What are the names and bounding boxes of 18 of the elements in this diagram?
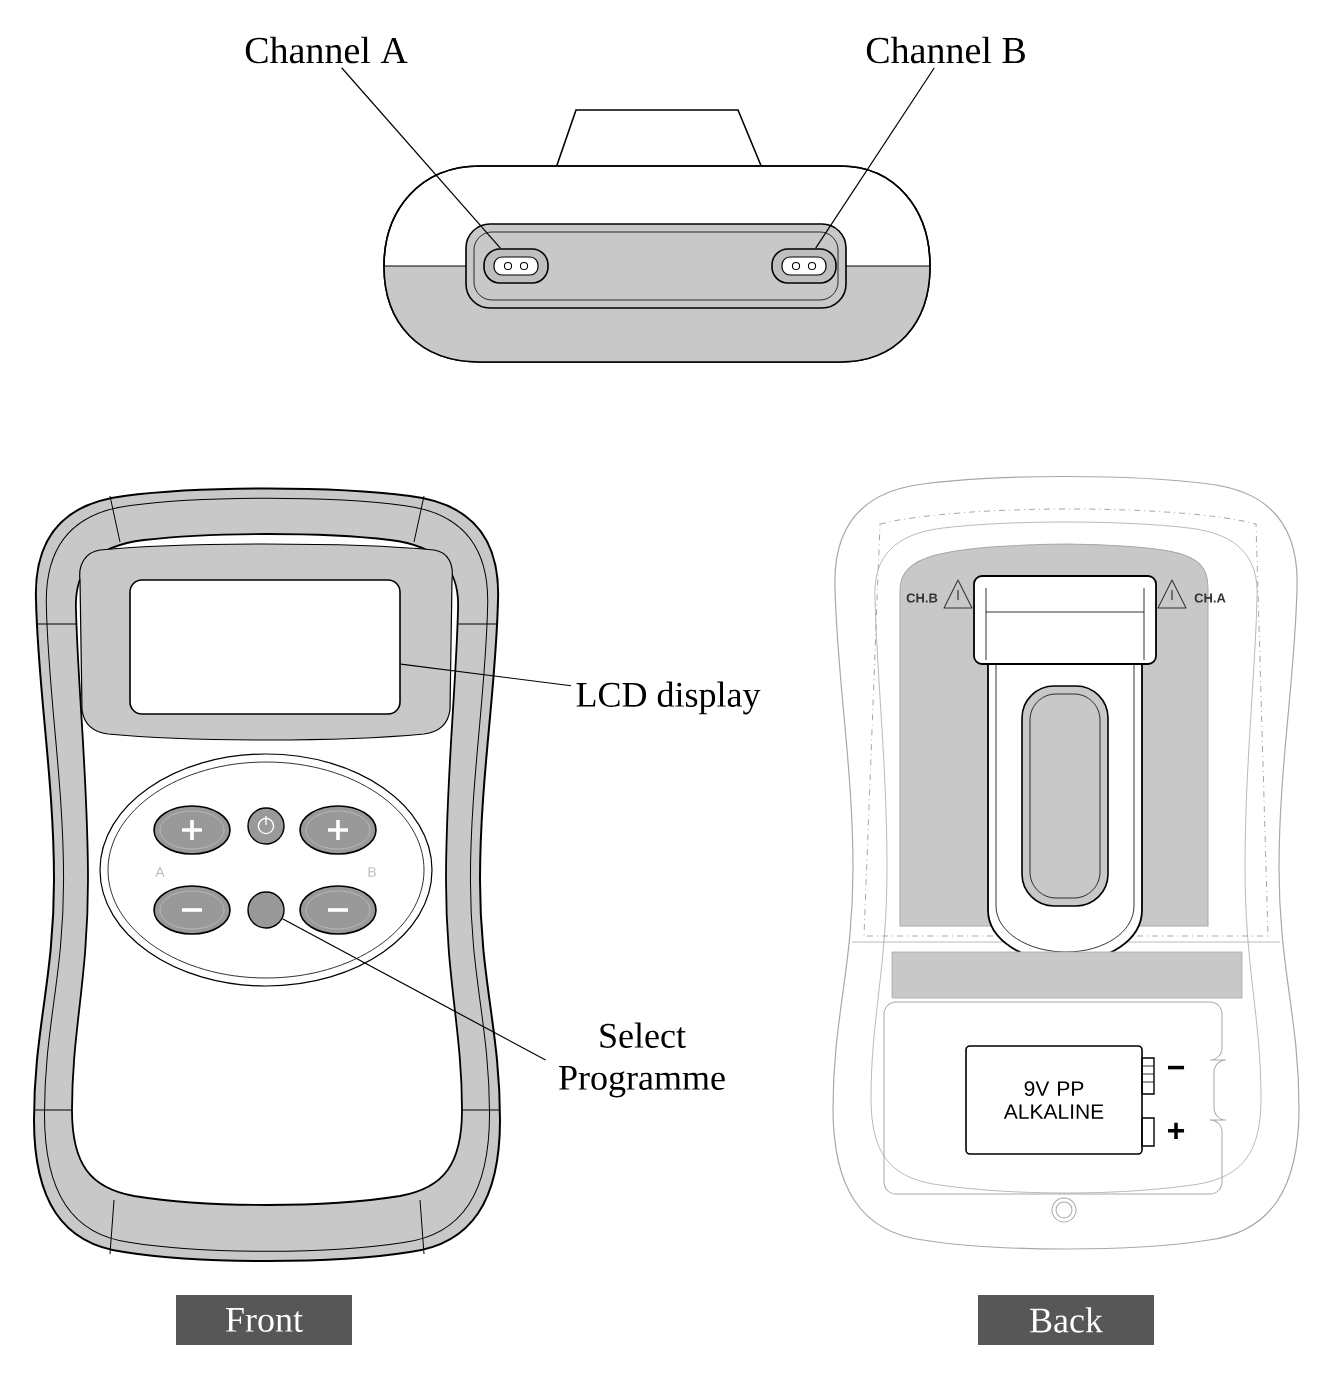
polarity-sign: − — [1168, 1065, 1185, 1070]
callout-label: Channel B — [866, 36, 1025, 64]
socket — [771, 248, 837, 284]
callout-label: Select Programme — [559, 1022, 725, 1098]
callout-label: Channel A — [245, 36, 408, 64]
socket — [483, 248, 549, 284]
polarity-sign: + — [1168, 1122, 1185, 1139]
battery: 9V PP ALKALINE — [965, 1045, 1155, 1155]
callout-label: LCD display — [576, 681, 761, 715]
leader-line — [341, 67, 501, 249]
leader-line — [400, 663, 572, 687]
program-button — [247, 891, 285, 929]
leader-line — [815, 67, 935, 249]
view-label: Front — [176, 1295, 352, 1345]
view-label: Back — [978, 1295, 1154, 1345]
leader-line — [281, 918, 547, 1061]
power-button — [247, 807, 285, 845]
lcd-screen — [129, 579, 401, 715]
